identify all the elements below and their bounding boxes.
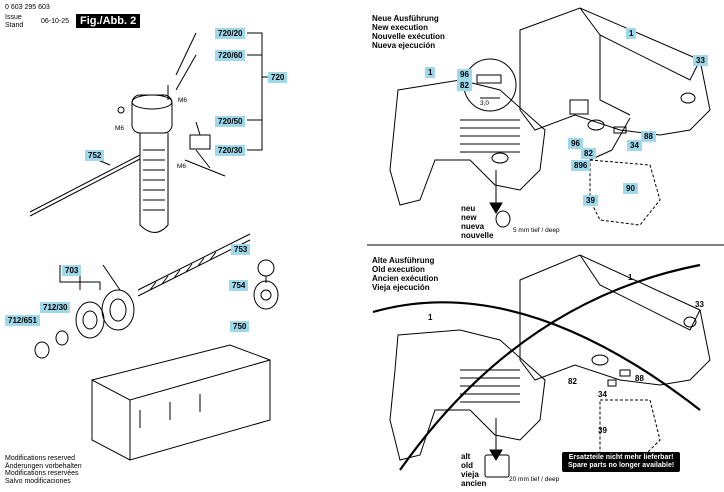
- new-part-82: 82: [581, 148, 596, 159]
- new-part-39: 39: [583, 195, 598, 206]
- part-720-50: 720/50: [215, 116, 246, 127]
- new-part-1-body: 1: [425, 67, 436, 78]
- notice-line-en: Spare parts no longer available!: [568, 462, 675, 469]
- new-depth-note: 5 mm tief / deep: [513, 227, 560, 234]
- new-note-es: nueva: [461, 222, 485, 231]
- old-title-en: Old execution: [372, 265, 425, 274]
- issue-label: Issue: [5, 14, 22, 21]
- old-note-en: old: [461, 461, 473, 470]
- figure-label: Fig./Abb. 2: [76, 14, 141, 28]
- footer-line-de: Änderungen vorbehalten: [5, 462, 82, 470]
- m6-label-c: M6: [177, 163, 187, 170]
- part-720-30: 720/30: [215, 145, 246, 156]
- new-note-en: new: [461, 213, 477, 222]
- part-720-20: 720/20: [215, 28, 246, 39]
- old-title-fr: Ancien exécution: [372, 274, 439, 283]
- discontinued-notice: Ersatzteile nicht mehr lieferbar! Spare …: [562, 452, 681, 472]
- m6-label-b: M6: [115, 125, 125, 132]
- footer-line-en: Modifications reserved: [5, 455, 76, 462]
- part-753: 753: [231, 244, 251, 255]
- new-title-en: New execution: [372, 23, 429, 32]
- new-part-88: 88: [641, 131, 656, 142]
- old-note-fr: ancien: [461, 479, 487, 488]
- modifications-footer: Modifications reserved Änderungen vorbeh…: [5, 455, 82, 485]
- m6-label-a: M6: [178, 97, 188, 104]
- new-note-fr: nouvelle: [461, 231, 494, 240]
- footer-line-fr: Modifications reservées: [5, 470, 79, 477]
- new-title-es: Nueva ejecución: [372, 41, 436, 50]
- part-712-651: 712/651: [5, 315, 40, 326]
- part-750: 750: [230, 321, 250, 332]
- part-703: 703: [62, 265, 82, 276]
- old-execution-titles: Alte Ausführung Old execution Ancien exé…: [372, 256, 438, 292]
- issue-date: 06-10-25: [41, 18, 70, 25]
- old-part-39: 39: [598, 426, 607, 435]
- part-720-60: 720/60: [215, 50, 246, 61]
- new-note-de: neu: [461, 204, 476, 213]
- new-part-34: 34: [627, 140, 642, 151]
- old-depth-note: 20 mm tief / deep: [509, 476, 560, 483]
- old-title-de: Alte Ausführung: [372, 256, 435, 265]
- old-note-words: alt old vieja ancien: [461, 452, 486, 488]
- dimension-label: 3,0: [480, 100, 490, 107]
- old-part-33: 33: [695, 300, 704, 309]
- part-712-30: 712/30: [40, 302, 71, 313]
- part-754: 754: [229, 280, 249, 291]
- new-part-96-detail: 96: [457, 69, 472, 80]
- new-part-90: 90: [623, 183, 638, 194]
- old-part-1-body: 1: [428, 313, 433, 322]
- notice-line-de: Ersatzteile nicht mehr lieferbar!: [568, 454, 674, 461]
- part-752: 752: [85, 150, 105, 161]
- old-part-82: 82: [568, 377, 577, 386]
- old-part-88: 88: [635, 374, 644, 383]
- old-note-de: alt: [461, 452, 471, 461]
- new-note-words: neu new nueva nouvelle: [461, 204, 493, 240]
- old-part-1-housing: 1: [628, 273, 633, 282]
- new-title-de: Neue Ausführung: [372, 14, 439, 23]
- stand-label: Stand: [5, 22, 24, 29]
- new-execution-titles: Neue Ausführung New execution Nouvelle e…: [372, 14, 445, 50]
- new-part-33: 33: [693, 55, 708, 66]
- new-part-1-housing: 1: [626, 28, 637, 39]
- old-title-es: Vieja ejecución: [372, 283, 430, 292]
- new-title-fr: Nouvelle exécution: [372, 32, 445, 41]
- old-note-es: vieja: [461, 470, 479, 479]
- new-part-82-detail: 82: [457, 80, 472, 91]
- old-part-34: 34: [598, 390, 607, 399]
- new-part-896: 896: [571, 160, 591, 171]
- document-number: 0 603 295 603: [5, 4, 50, 11]
- new-part-96: 96: [568, 138, 583, 149]
- footer-line-es: Salvo modificaciones: [5, 477, 71, 485]
- part-720: 720: [268, 72, 288, 83]
